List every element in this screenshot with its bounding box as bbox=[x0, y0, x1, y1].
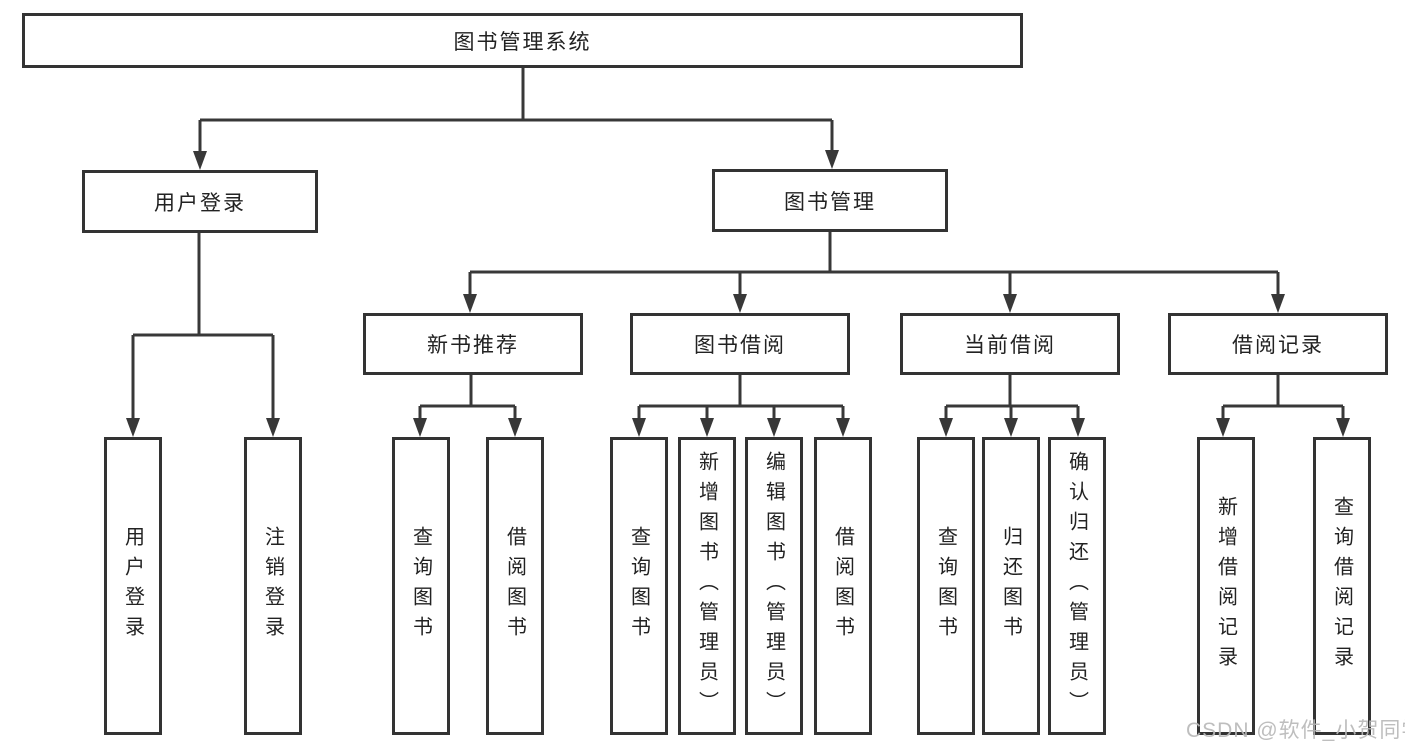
node-current-borrow: 当前借阅 bbox=[900, 313, 1120, 375]
node-borrow-records: 借阅记录 bbox=[1168, 313, 1388, 375]
leaf-edit-books-admin: 编辑图书（管理员） bbox=[745, 437, 803, 735]
csdn-watermark: CSDN @软件_小贺同学 bbox=[1186, 719, 1405, 742]
node-book-management: 图书管理 bbox=[712, 169, 948, 232]
node-user-login: 用户登录 bbox=[82, 170, 318, 233]
leaf-add-borrow-record: 新增借阅记录 bbox=[1197, 437, 1255, 735]
leaf-return-books: 归还图书 bbox=[982, 437, 1040, 735]
leaf-borrow-books: 借阅图书 bbox=[486, 437, 544, 735]
node-root-system: 图书管理系统 bbox=[22, 13, 1023, 68]
node-new-book-recommend: 新书推荐 bbox=[363, 313, 583, 375]
leaf-confirm-return-admin: 确认归还（管理员） bbox=[1048, 437, 1106, 735]
leaf-user-login: 用户登录 bbox=[104, 437, 162, 735]
leaf-query-books: 查询图书 bbox=[610, 437, 668, 735]
leaf-query-books: 查询图书 bbox=[392, 437, 450, 735]
leaf-logout: 注销登录 bbox=[244, 437, 302, 735]
leaf-query-books: 查询图书 bbox=[917, 437, 975, 735]
leaf-borrow-books: 借阅图书 bbox=[814, 437, 872, 735]
leaf-add-books-admin: 新增图书（管理员） bbox=[678, 437, 736, 735]
leaf-query-borrow-record: 查询借阅记录 bbox=[1313, 437, 1371, 735]
node-book-borrow: 图书借阅 bbox=[630, 313, 850, 375]
